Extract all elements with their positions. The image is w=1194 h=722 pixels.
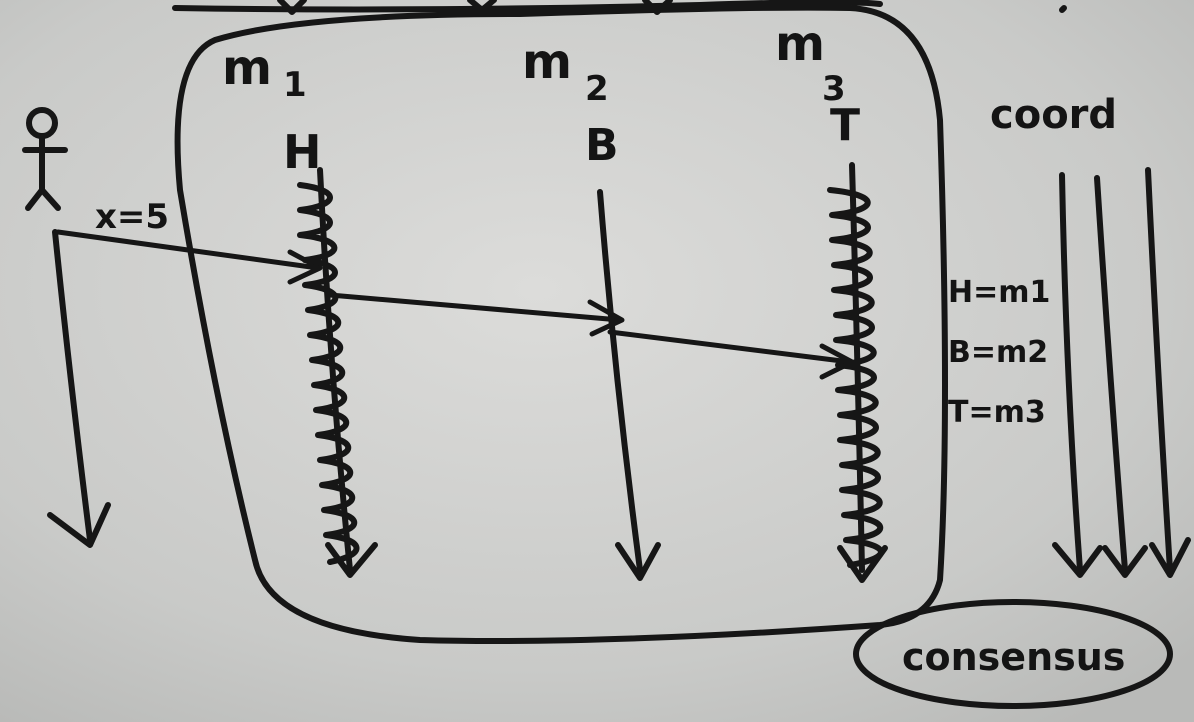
node-m3: m 3 T	[775, 16, 888, 583]
node-m3-label: m	[775, 16, 825, 72]
consensus-label: consensus	[902, 635, 1125, 679]
client-message-label: x=5	[95, 197, 169, 237]
node-m2-role: B	[585, 120, 619, 171]
mapping-b: B=m2	[948, 335, 1048, 370]
node-m3-subscript: 3	[822, 69, 846, 109]
node-m1-timeline-scribble	[297, 167, 378, 578]
node-m1-label: m	[222, 40, 272, 96]
message-arrow-m1-to-m2	[327, 292, 625, 337]
coord-timeline-arrows	[1052, 167, 1191, 578]
consensus-group: consensus	[853, 599, 1173, 709]
node-m2-timeline-arrow	[597, 189, 661, 581]
node-m3-timeline-scribble	[827, 162, 888, 583]
client-figure-icon	[22, 107, 68, 211]
consensus-boundary	[174, 4, 948, 644]
node-m2-label: m	[522, 34, 572, 90]
mapping-t: T=m3	[948, 395, 1046, 430]
node-m1-role: H	[283, 125, 322, 179]
node-m1: m 1 H	[222, 40, 378, 578]
node-m1-subscript: 1	[283, 65, 307, 105]
mapping-h: H=m1	[948, 275, 1050, 310]
message-arrow-client-to-m1	[55, 229, 323, 285]
coord-label: coord	[990, 92, 1117, 138]
role-mapping-legend: H=m1 B=m2 T=m3	[948, 275, 1050, 430]
node-m2-subscript: 2	[585, 69, 609, 109]
message-arrow-m2-to-m3	[607, 329, 855, 380]
node-m3-role: T	[830, 100, 860, 151]
node-m2: m 2 B	[522, 34, 661, 581]
consensus-ellipse	[853, 599, 1173, 709]
client-timeline-arrow	[47, 229, 111, 548]
